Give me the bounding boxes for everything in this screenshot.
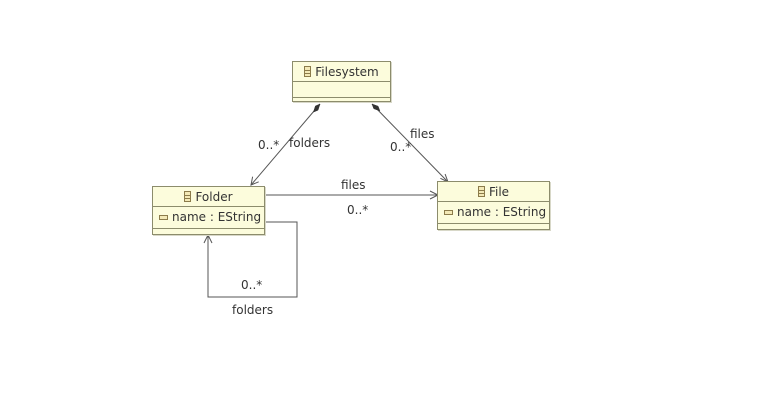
arrowhead xyxy=(250,176,259,186)
attributes-compartment[interactable]: name : EString xyxy=(153,207,264,229)
class-name: File xyxy=(488,184,510,199)
edge-label-multiplicity: 0..* xyxy=(390,140,412,154)
operations-compartment[interactable] xyxy=(153,229,264,238)
edge-label-multiplicity: 0..* xyxy=(347,203,369,217)
class-file[interactable]: File name : EString xyxy=(437,181,550,230)
edge-filesystem-folders[interactable] xyxy=(250,103,321,186)
class-folder[interactable]: Folder name : EString xyxy=(152,186,265,235)
edge-filesystem-files[interactable] xyxy=(371,103,449,183)
containment-diamond xyxy=(312,103,321,113)
arrowhead xyxy=(203,233,213,244)
edge-label-name: folders xyxy=(232,303,274,317)
eclass-icon xyxy=(304,66,312,77)
class-header: Folder xyxy=(153,187,264,207)
operations-compartment[interactable] xyxy=(438,224,549,233)
class-name: Filesystem xyxy=(315,64,379,79)
edge-folder-folders[interactable] xyxy=(203,221,298,298)
containment-diamond xyxy=(371,103,381,112)
eattribute-icon xyxy=(159,214,168,220)
attributes-compartment[interactable] xyxy=(293,82,390,98)
attribute-label: name : EString xyxy=(457,205,547,219)
class-name: Folder xyxy=(195,189,233,204)
attribute-row[interactable]: name : EString xyxy=(444,204,549,220)
class-header: File xyxy=(438,182,549,202)
eattribute-icon xyxy=(444,209,453,215)
edge-folder-files[interactable] xyxy=(265,190,440,200)
edge-label-name: files xyxy=(341,178,366,192)
operations-compartment[interactable] xyxy=(293,98,390,107)
edge-label-multiplicity: 0..* xyxy=(258,138,280,152)
class-filesystem[interactable]: Filesystem xyxy=(292,61,391,102)
attributes-compartment[interactable]: name : EString xyxy=(438,202,549,224)
class-header: Filesystem xyxy=(293,62,390,82)
attribute-row[interactable]: name : EString xyxy=(159,209,264,225)
attribute-label: name : EString xyxy=(172,210,262,224)
edge-label-multiplicity: 0..* xyxy=(241,278,263,292)
edge-label-name: folders xyxy=(289,136,331,150)
eclass-icon xyxy=(477,186,485,197)
eclass-icon xyxy=(184,191,192,202)
edge-label-name: files xyxy=(410,127,435,141)
